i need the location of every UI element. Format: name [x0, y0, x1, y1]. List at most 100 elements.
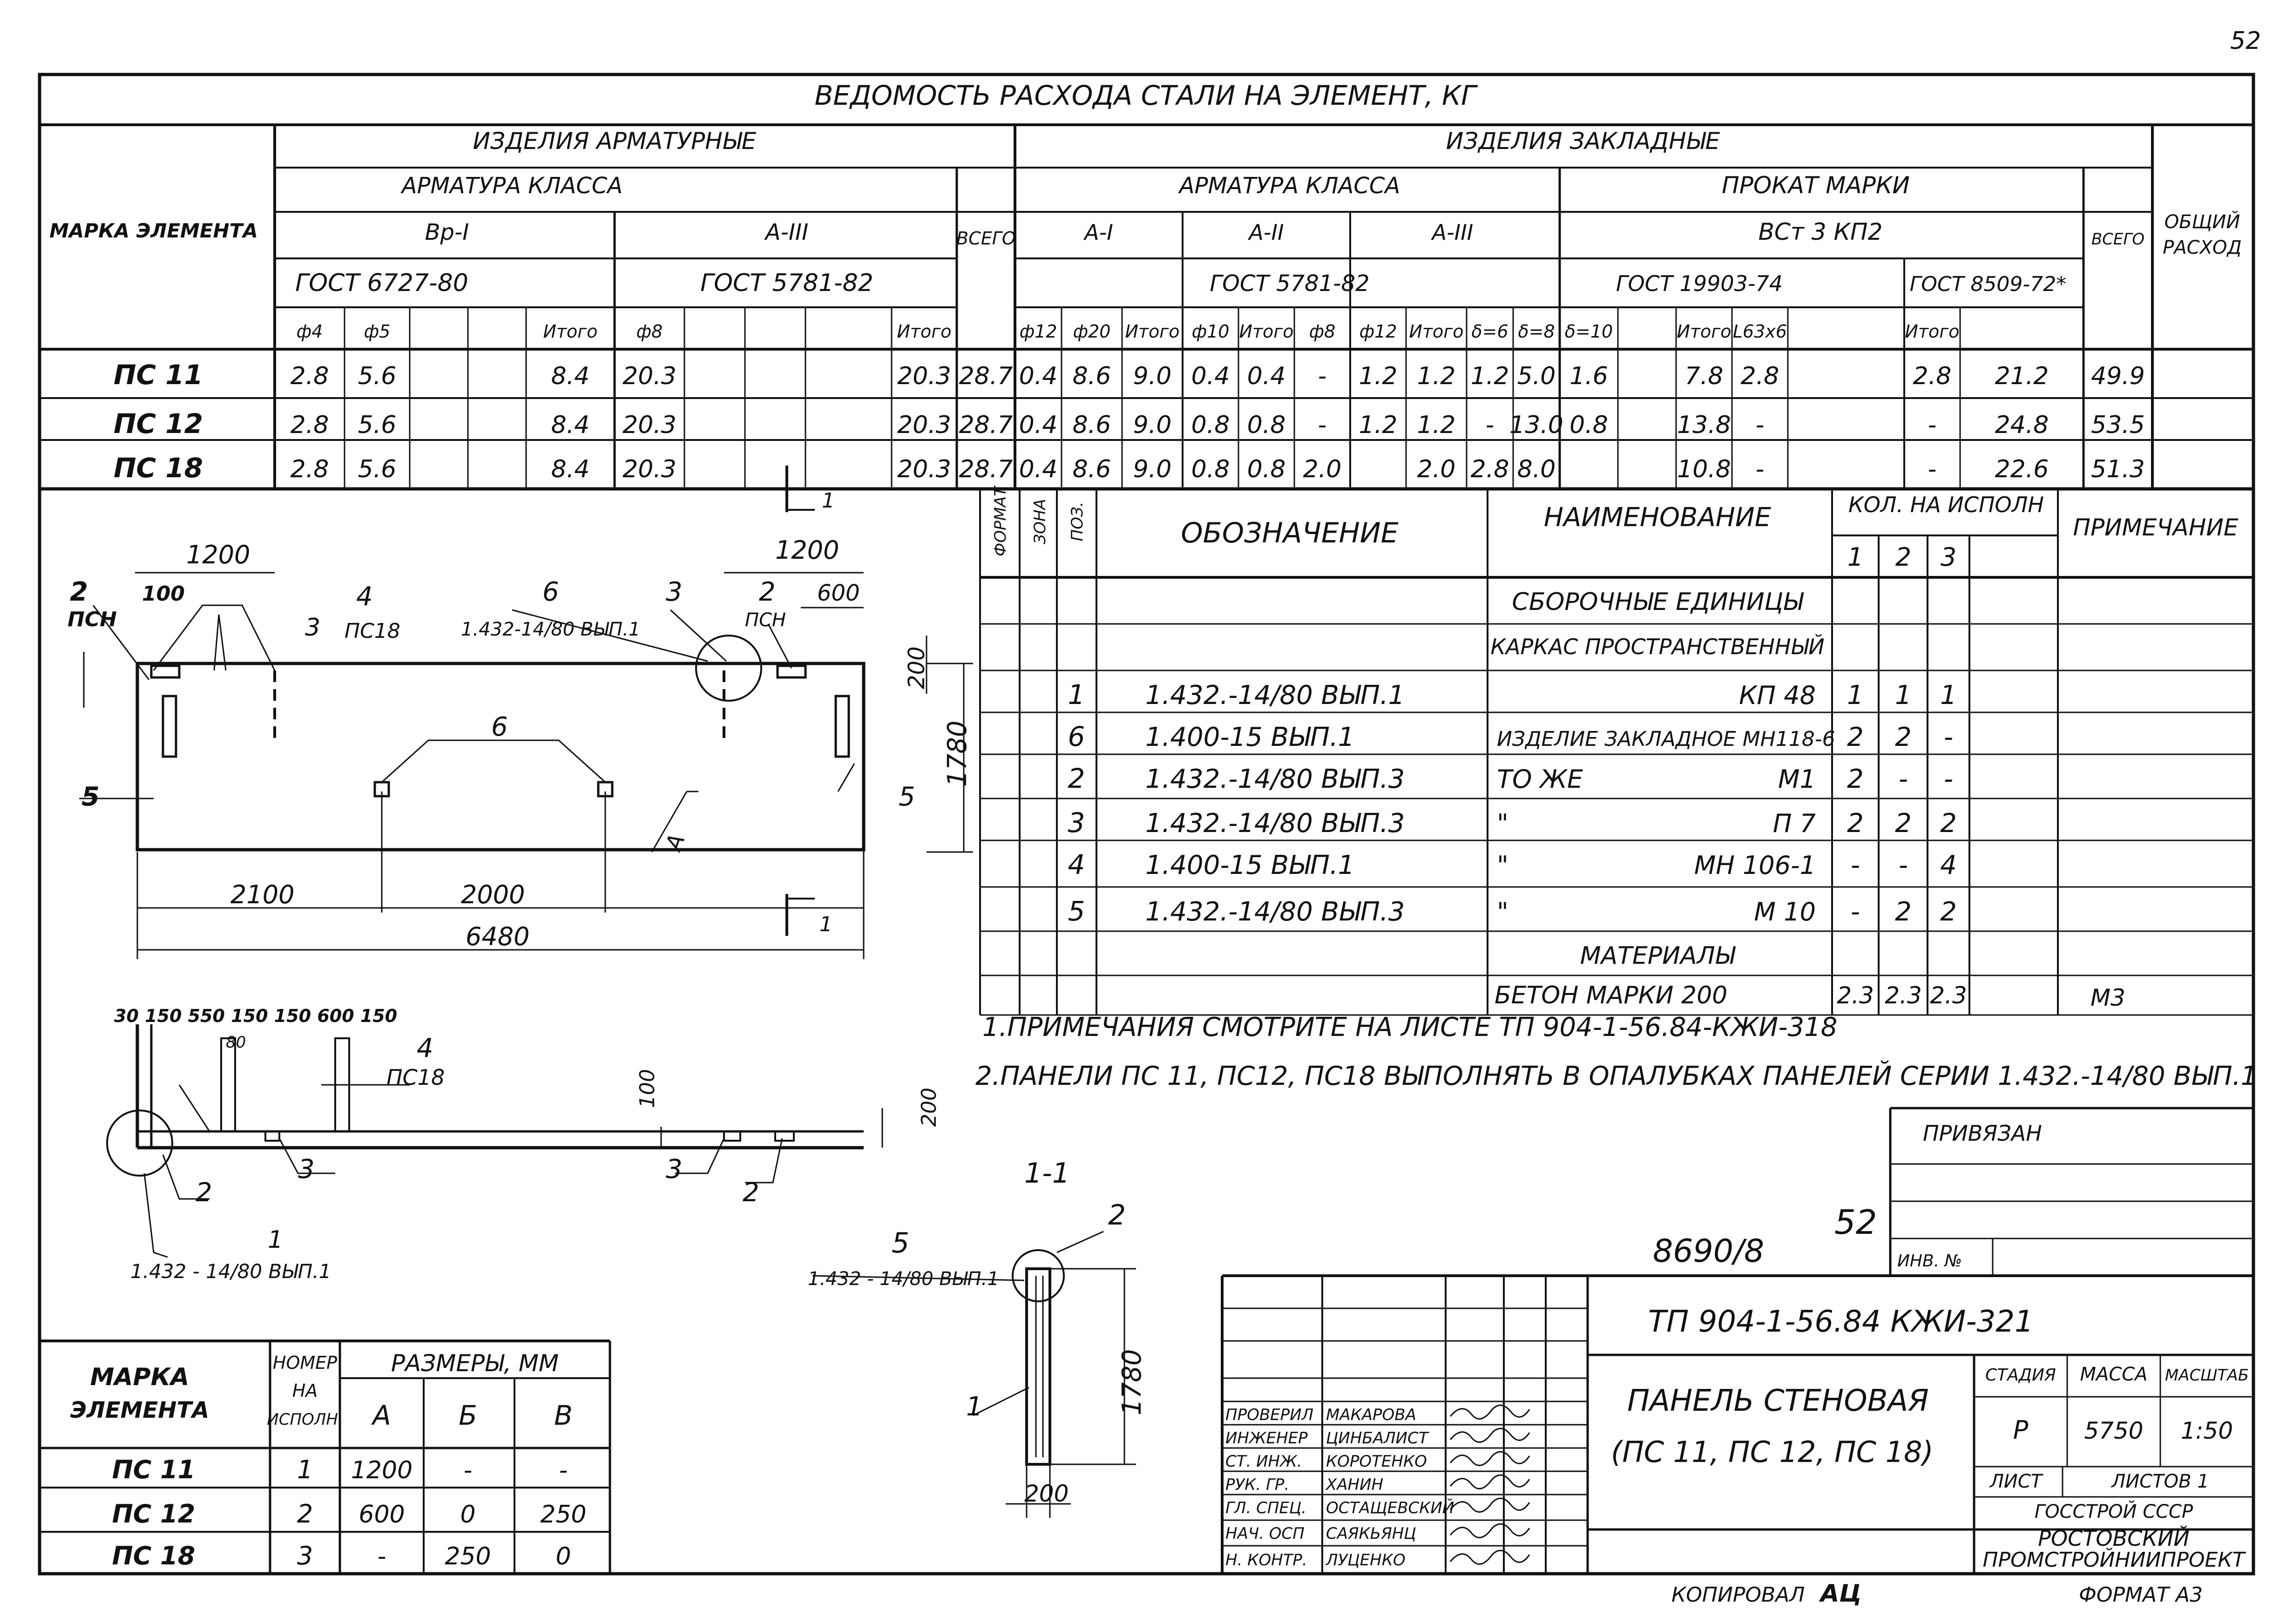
svg-text:2: 2 — [743, 1177, 759, 1208]
spec-qty: 2 — [1847, 764, 1864, 794]
cell-value: 20.3 — [622, 362, 676, 390]
spec-section-frame: КАРКАС ПРОСТРАНСТВЕННЫЙ — [1490, 634, 1824, 659]
dim-mark: ПС 11 — [112, 1455, 196, 1484]
spec-name-mark: МН 106-1 — [1694, 851, 1816, 880]
signature — [1449, 1428, 1530, 1443]
svg-text:200: 200 — [904, 646, 930, 689]
svg-text:4: 4 — [417, 1033, 433, 1063]
svg-text:1-1: 1-1 — [1024, 1157, 1070, 1190]
cell-value: 20.3 — [897, 455, 951, 483]
svg-text:1: 1 — [822, 489, 835, 513]
spec-qty: 2 — [1940, 808, 1957, 839]
spec-qty: 2 — [1847, 722, 1864, 752]
stamp-masshtab: МАСШТАБ — [2165, 1366, 2249, 1385]
svg-text:30 150 550 150 150 600 150: 30 150 550 150 150 600 150 — [114, 1006, 397, 1026]
cell-value: 0.4 — [1191, 362, 1230, 390]
stamp-massa: МАССА — [2080, 1364, 2147, 1385]
spec-section-materials: МАТЕРИАЛЫ — [1580, 942, 1736, 970]
header-armclass: АРМАТУРА КЛАССА — [400, 173, 623, 199]
cell-value: 9.0 — [1133, 455, 1172, 483]
stamp-name: ЦИНБАЛИСТ — [1326, 1429, 1429, 1448]
stamp-number-8690: 8690/8 — [1653, 1233, 1764, 1270]
header-overall: РАСХОД — [2163, 237, 2242, 258]
cell-value: 20.3 — [622, 411, 676, 439]
sheet-frame — [38, 73, 2255, 1576]
cell-value: 5.6 — [358, 411, 397, 439]
svg-text:1780: 1780 — [942, 720, 973, 787]
spec-name-mark: М 10 — [1754, 897, 1816, 927]
svg-text:ПС18: ПС18 — [386, 1065, 445, 1090]
cell-value: 28.7 — [959, 362, 1013, 390]
svg-text:600: 600 — [817, 580, 860, 606]
header-class: А-I — [1083, 220, 1113, 245]
svg-text:1.432 - 14/80 ВЫП.1: 1.432 - 14/80 ВЫП.1 — [130, 1260, 331, 1283]
spec-qty: 4 — [1940, 850, 1957, 880]
column-header: Итого — [1239, 321, 1293, 342]
stamp-massa-value: 5750 — [2084, 1417, 2143, 1444]
stamp-name: КОРОТЕНКО — [1326, 1452, 1427, 1471]
cell-value: - — [1318, 411, 1327, 439]
spec-header-q: 3 — [1941, 542, 1956, 572]
stamp-name: ОСТАЩЕВСКИЙ — [1326, 1498, 1454, 1517]
cell-value: 5.0 — [1517, 362, 1556, 390]
svg-text:6480: 6480 — [466, 922, 529, 951]
svg-text:3: 3 — [298, 1154, 315, 1184]
column-header: ф12 — [1360, 321, 1397, 342]
svg-text:1.432-14/80 ВЫП.1: 1.432-14/80 ВЫП.1 — [461, 619, 640, 640]
note-1: 1.ПРИМЕЧАНИЯ СМОТРИТЕ НА ЛИСТЕ ТП 904-1-… — [982, 1012, 1837, 1042]
dim-header-a: А — [371, 1400, 391, 1431]
signature — [1449, 1550, 1530, 1565]
cell-value: 2.8 — [1471, 455, 1509, 483]
cell-value: 28.7 — [959, 455, 1013, 483]
spec-note: М3 — [2090, 984, 2125, 1011]
cell-value: 1.2 — [1417, 411, 1456, 439]
svg-text:2000: 2000 — [461, 880, 525, 909]
spec-pos: 3 — [1068, 807, 1085, 839]
svg-text:4: 4 — [356, 582, 373, 612]
spec-designation: 1.432.-14/80 ВЫП.3 — [1145, 764, 1405, 794]
cell-value: - — [1486, 411, 1495, 439]
svg-text:3: 3 — [305, 614, 320, 642]
row-mark: ПС 11 — [114, 359, 203, 391]
dim-num: 3 — [297, 1541, 313, 1570]
column-header: δ=8 — [1518, 321, 1555, 342]
spec-pos: 4 — [1068, 849, 1085, 880]
stamp-role: НАЧ. ОСП — [1225, 1524, 1305, 1543]
svg-text:6: 6 — [542, 577, 559, 607]
spec-name: ИЗДЕЛИЕ ЗАКЛАДНОЕ МН118-6 — [1497, 727, 1835, 751]
dim-a: 600 — [358, 1501, 405, 1529]
cell-value: 1.2 — [1359, 411, 1398, 439]
spec-header-note: ПРИМЕЧАНИЕ — [2073, 514, 2239, 541]
stamp-role: СТ. ИНЖ. — [1225, 1452, 1302, 1471]
spec-qty: - — [1944, 722, 1953, 752]
signature — [1449, 1497, 1530, 1513]
signature — [1449, 1474, 1530, 1489]
stamp-list: ЛИСТ — [1989, 1471, 2044, 1492]
cell-value: 53.5 — [2091, 411, 2145, 439]
spec-name: " — [1497, 809, 1508, 838]
stamp-number-52: 52 — [1834, 1203, 1877, 1242]
dim-header-mark: ЭЛЕМЕНТА — [70, 1397, 210, 1423]
signature — [1449, 1523, 1530, 1538]
spec-qty: - — [1944, 764, 1953, 794]
cell-value: 28.7 — [959, 411, 1013, 439]
cell-value: 8.6 — [1073, 362, 1111, 390]
panel-side-view — [106, 1024, 883, 1258]
stamp-code: ТП 904-1-56.84 КЖИ-321 — [1648, 1305, 2034, 1339]
spec-header-qty: КОЛ. НА ИСПОЛН — [1848, 492, 2044, 517]
stamp-subtitle: (ПС 11, ПС 12, ПС 18) — [1611, 1435, 1934, 1469]
cell-value: 2.8 — [291, 362, 329, 390]
cell-value: 8.4 — [551, 362, 590, 390]
spec-qty: - — [1851, 897, 1860, 927]
page-number: 52 — [2230, 27, 2261, 55]
spec-designation: 1.432.-14/80 ВЫП.3 — [1145, 897, 1405, 927]
spec-name-mark: М1 — [1778, 765, 1816, 794]
copied-by: КОПИРОВАЛ — [1671, 1583, 1805, 1607]
svg-text:2: 2 — [759, 577, 776, 607]
cell-value: 0.8 — [1191, 455, 1230, 483]
svg-text:200: 200 — [1024, 1480, 1069, 1507]
spec-qty: 2 — [1895, 897, 1912, 927]
spec-pos: 1 — [1068, 679, 1085, 710]
svg-text:1780: 1780 — [1117, 1349, 1147, 1415]
